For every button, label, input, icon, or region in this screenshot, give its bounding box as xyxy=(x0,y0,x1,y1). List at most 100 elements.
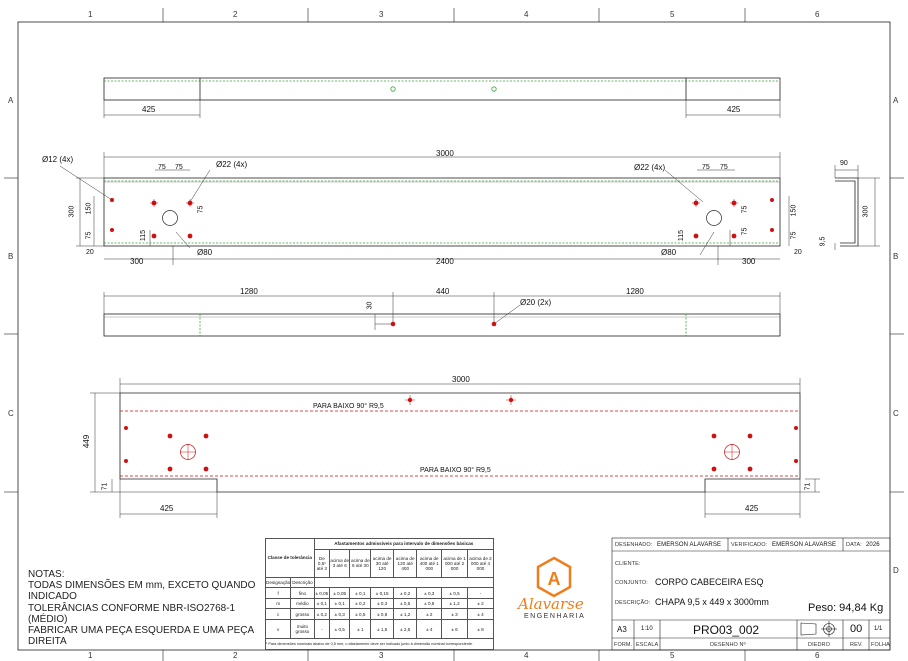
front-r-dim-75-b: 75 xyxy=(720,164,728,171)
verificado-label: VERIFICADO: xyxy=(731,542,768,548)
folha-value: 1/1 xyxy=(874,626,883,632)
tol-cell: muito grosso xyxy=(290,618,315,640)
row-marker-a-right: A xyxy=(893,96,899,105)
escala-label: ESCALA xyxy=(636,642,659,648)
bend-note-bottom: PARA BAIXO 90° R9,5 xyxy=(420,467,491,474)
projection-symbol-icon xyxy=(800,621,837,637)
tol-range-4: acima de 120 até 400 xyxy=(392,548,418,578)
flat-dim-3000: 3000 xyxy=(452,375,470,384)
front-dim-2400: 2400 xyxy=(436,257,454,266)
tol-footnote: ¹ Para dimensões nominais abaixo de 0,5 … xyxy=(265,638,494,650)
front-dim-3000: 3000 xyxy=(436,149,454,158)
front-dim-20-right: 20 xyxy=(794,249,802,256)
front-dim-300-bottom-right: 300 xyxy=(742,257,756,266)
front-dim-300-bottom-left: 300 xyxy=(130,257,144,266)
tol-range-7: acima de 2 000 até 4 000 xyxy=(467,548,494,578)
row-marker-c: C xyxy=(8,409,14,418)
col-marker-1: 1 xyxy=(88,10,93,19)
descricao-value: CHAPA 9,5 x 449 x 3000mm xyxy=(655,597,769,607)
col-marker-3-bottom: 3 xyxy=(379,651,384,660)
desenho-number: PRO03_002 xyxy=(693,623,760,637)
bottom-dim-1280-right: 1280 xyxy=(626,287,644,296)
bottom-dim-440: 440 xyxy=(436,287,450,296)
col-marker-4-bottom: 4 xyxy=(524,651,529,660)
tolerance-table: Classe de tolerância Afastamentos admiss… xyxy=(264,538,495,650)
tol-class-header: Classe de tolerância xyxy=(265,538,315,578)
desenho-label: DESENHO Nº xyxy=(710,642,746,648)
tol-cell: ± 2,5 xyxy=(392,618,418,640)
front-dim-20-left: 20 xyxy=(86,249,94,256)
col-marker-5: 5 xyxy=(670,10,675,19)
data-label: DATA: xyxy=(846,542,862,548)
logo-brand: Alavarse xyxy=(518,595,584,613)
tol-range-6: acima de 1 000 até 2 000 xyxy=(441,548,469,578)
tol-range-3: acima de 30 até 120 xyxy=(370,548,394,578)
rev-label: REV. xyxy=(850,642,863,648)
notes-heading: NOTAS: xyxy=(28,569,65,580)
drawing-notes: NOTAS: TODAS DIMENSÕES EM mm, EXCETO QUA… xyxy=(28,569,268,647)
callout-hole-12: Ø12 (4x) xyxy=(42,155,74,164)
data-value: 2026 xyxy=(866,542,880,548)
top-dim-425-right: 425 xyxy=(727,105,741,114)
note-3: FABRICAR UMA PEÇA ESQUERDA E UMA PEÇA DI… xyxy=(28,625,257,648)
front-r-dim-75-a: 75 xyxy=(702,164,710,171)
rev-value: 00 xyxy=(850,623,863,635)
row-marker-a: A xyxy=(8,96,14,105)
callout-80-right: Ø80 xyxy=(661,248,677,257)
bottom-dim-1280-left: 1280 xyxy=(240,287,258,296)
col-marker-3: 3 xyxy=(379,10,384,19)
note-1: TODAS DIMENSÕES EM mm, EXCETO QUANDO IND… xyxy=(28,580,259,603)
company-logo: A Alavarse ENGENHARIA xyxy=(510,555,598,625)
descricao-label: DESCRIÇÃO: xyxy=(615,600,651,606)
tol-cell: ± 8 xyxy=(467,618,494,640)
peso-value: Peso: 94,84 Kg xyxy=(808,602,884,614)
front-dim-75-b: 75 xyxy=(175,164,183,171)
flat-dim-425-right: 425 xyxy=(745,504,759,513)
row-marker-d-right: D xyxy=(893,566,899,575)
col-marker-2: 2 xyxy=(233,10,238,19)
tol-range-2: acima de 6 até 30 xyxy=(349,548,372,578)
tol-cell: ± 1 xyxy=(349,618,372,640)
front-dim-75-a: 75 xyxy=(158,164,166,171)
desenhado-label: DESENHADO: xyxy=(615,542,653,548)
conjunto-value: CORPO CABECEIRA ESQ xyxy=(655,577,764,587)
col-marker-4: 4 xyxy=(524,10,529,19)
cliente-label: CLIENTE: xyxy=(615,561,641,567)
logo-sub: ENGENHARIA xyxy=(524,613,586,620)
col-marker-6: 6 xyxy=(815,10,820,19)
formato-value: A3 xyxy=(617,625,627,634)
tol-range-1: acima de 3 até 6 xyxy=(329,548,351,578)
bend-note-top: PARA BAIXO 90° R9,5 xyxy=(313,403,384,410)
table-row: v muito grosso - ± 0,5 ± 1 ± 1,5 ± 2,5 ±… xyxy=(264,618,494,640)
diedro-label: DIEDRO xyxy=(808,642,830,648)
row-marker-c-right: C xyxy=(893,409,899,418)
row-marker-b: B xyxy=(8,252,14,261)
col-marker-1-bottom: 1 xyxy=(88,651,93,660)
callout-hole-20: Ø20 (2x) xyxy=(520,298,552,307)
escala-value: 1:10 xyxy=(641,626,653,632)
tol-cell: ± 0,5 xyxy=(329,618,351,640)
form-label: FORM. xyxy=(614,642,633,648)
logo-letter: A xyxy=(548,569,561,589)
col-marker-6-bottom: 6 xyxy=(815,651,820,660)
callout-hole-22-left: Ø22 (4x) xyxy=(216,160,248,169)
callout-hole-22-right: Ø22 (4x) xyxy=(634,163,666,172)
verificado-value: EMERSON ALAVARSE xyxy=(772,542,837,548)
col-marker-5-bottom: 5 xyxy=(670,651,675,660)
table-row: c grosso ± 0,2 ± 0,3 ± 0,5 ± 0,8 ± 1,2 ±… xyxy=(264,608,494,620)
side-dim-90: 90 xyxy=(840,160,848,167)
callout-80-left: Ø80 xyxy=(197,248,213,257)
note-2: TOLERÂNCIAS CONFORME NBR-ISO2768-1 (MÉDI… xyxy=(28,602,238,625)
table-row: m médio ± 0,1 ± 0,1 ± 0,2 ± 0,3 ± 0,5 ± … xyxy=(264,597,494,610)
row-marker-b-right: B xyxy=(893,252,899,261)
logo-hexagon-icon: A xyxy=(536,556,572,598)
top-dim-425-left: 425 xyxy=(142,105,156,114)
desenhado-value: EMERSON ALAVARSE xyxy=(657,542,722,548)
